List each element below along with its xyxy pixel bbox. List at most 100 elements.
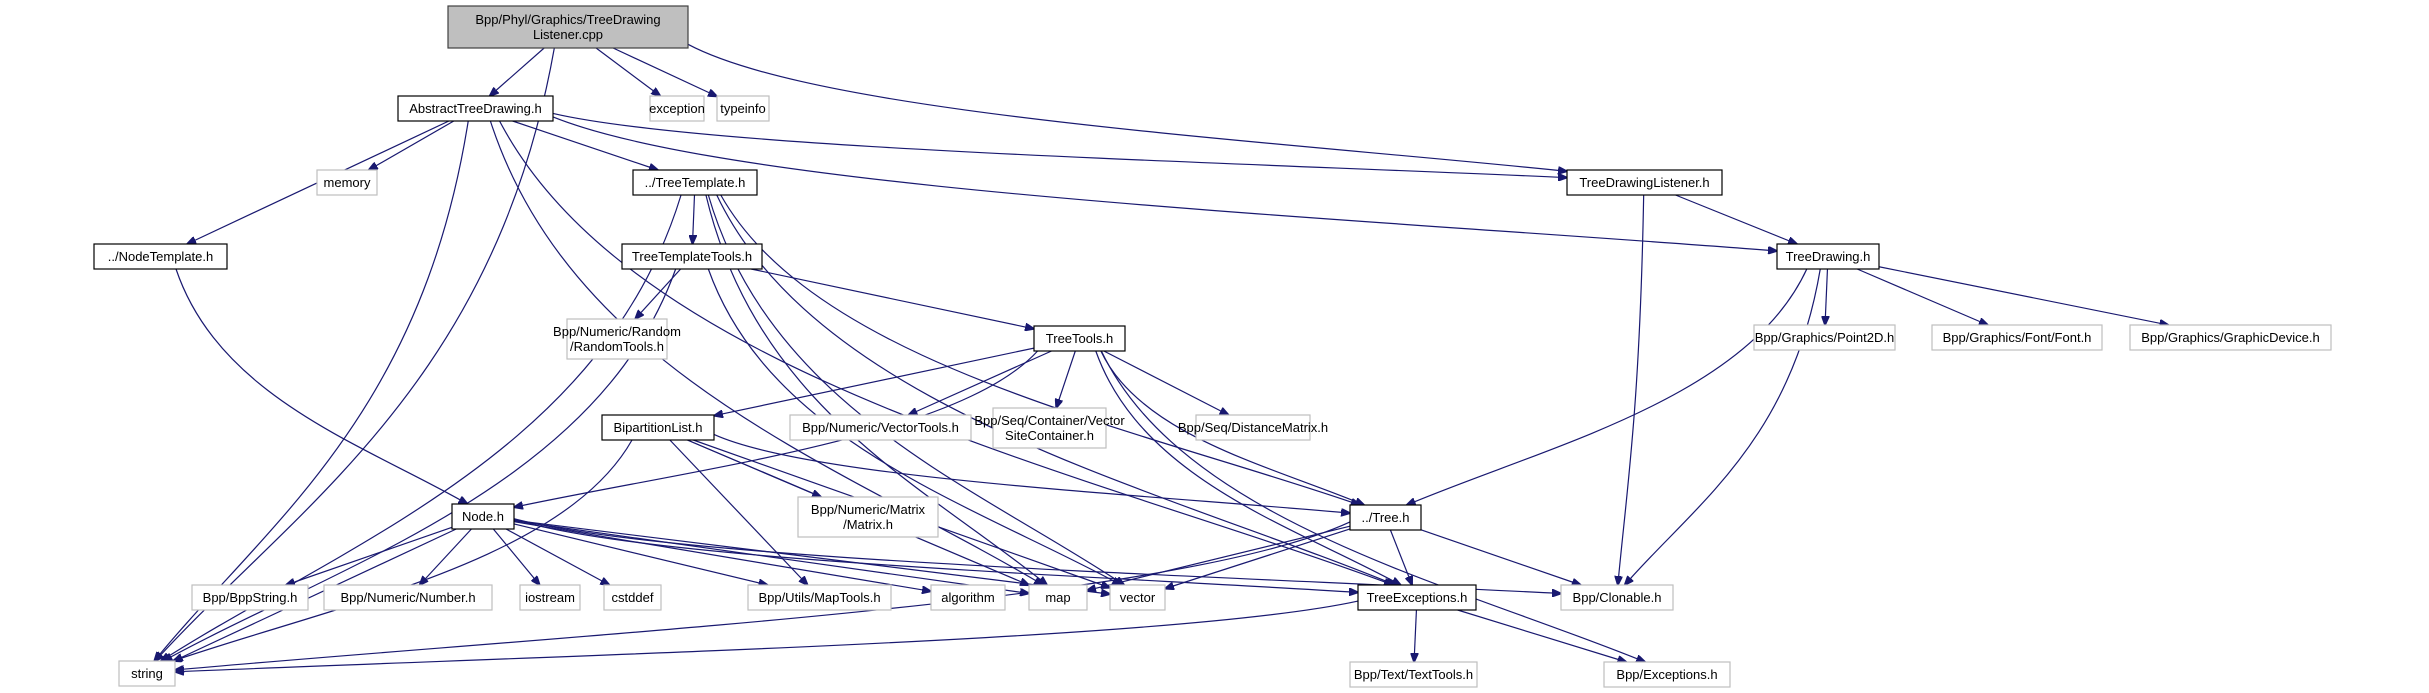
node-exceptions: Bpp/Exceptions.h xyxy=(1603,661,1731,688)
node-box xyxy=(716,95,770,122)
node-label: AbstractTreeDrawing.h xyxy=(409,101,541,116)
node-box xyxy=(632,169,758,196)
node-nodetemplate[interactable]: ../NodeTemplate.h xyxy=(93,243,228,270)
edge-treedrawing-to-clonable xyxy=(1625,268,1821,585)
node-box xyxy=(1560,584,1674,611)
edge-treedrawing-to-tree xyxy=(1407,268,1808,505)
node-root[interactable]: Bpp/Phyl/Graphics/TreeDrawingListener.cp… xyxy=(447,5,689,49)
node-label: TreeDrawingListener.h xyxy=(1579,175,1709,190)
node-texttools: Bpp/Text/TextTools.h xyxy=(1349,661,1478,688)
node-vectortools: Bpp/Numeric/VectorTools.h xyxy=(789,414,972,441)
node-label: algorithm xyxy=(941,590,994,605)
node-atd[interactable]: AbstractTreeDrawing.h xyxy=(397,95,554,122)
node-label: BipartitionList.h xyxy=(614,420,703,435)
node-box xyxy=(1357,584,1477,611)
node-label: Bpp/Graphics/Font/Font.h xyxy=(1943,330,2092,345)
edge-root-to-atd xyxy=(490,47,545,96)
node-tree[interactable]: ../Tree.h xyxy=(1349,504,1422,531)
node-box xyxy=(566,318,668,360)
node-maptools: Bpp/Utils/MapTools.h xyxy=(747,584,892,611)
edge-treetools-to-tree xyxy=(1100,350,1364,505)
edge-nodetemplate-to-node xyxy=(175,268,467,504)
node-algorithm: algorithm xyxy=(930,584,1006,611)
node-box xyxy=(1603,661,1731,688)
node-treetools[interactable]: TreeTools.h xyxy=(1033,325,1126,352)
edge-atd-to-memory xyxy=(369,120,455,170)
edge-node-to-number xyxy=(420,528,472,585)
edge-bipartition-to-string xyxy=(173,439,633,661)
node-label: iostream xyxy=(525,590,575,605)
edge-treetools-to-bipartition xyxy=(714,347,1035,416)
edge-node-to-treeexceptions xyxy=(513,518,1358,592)
edge-tree-to-treeexceptions xyxy=(1389,529,1412,585)
node-label: cstddef xyxy=(612,590,654,605)
node-iostream: iostream xyxy=(519,584,581,611)
node-label: Bpp/Graphics/GraphicDevice.h xyxy=(2141,330,2319,345)
node-label: Node.h xyxy=(462,509,504,524)
node-box xyxy=(451,503,515,530)
node-box xyxy=(1028,584,1088,611)
node-bppstring: Bpp/BppString.h xyxy=(191,584,309,611)
node-label: memory xyxy=(324,175,371,190)
node-box xyxy=(118,660,176,687)
node-label: Listener.cpp xyxy=(533,27,603,42)
edge-node-to-maptools xyxy=(513,523,768,585)
edge-bipartition-to-tree xyxy=(713,433,1350,513)
node-label: /RandomTools.h xyxy=(570,339,664,354)
node-ttt[interactable]: TreeTemplateTools.h xyxy=(621,243,763,270)
edge-tdl-to-clonable xyxy=(1618,194,1645,585)
edge-atd-to-treeexceptions xyxy=(499,120,1393,585)
node-memory: memory xyxy=(316,169,378,196)
edge-tree-to-map xyxy=(1087,525,1351,590)
node-label: typeinfo xyxy=(720,101,766,116)
node-node[interactable]: Node.h xyxy=(451,503,515,530)
edge-bipartition-to-maptools xyxy=(669,439,808,585)
edge-node-to-algorithm xyxy=(513,521,931,592)
node-label: TreeDrawing.h xyxy=(1786,249,1871,264)
node-box xyxy=(93,243,228,270)
node-box xyxy=(1195,414,1311,441)
node-label: Bpp/Numeric/Random xyxy=(553,324,681,339)
node-matrix: Bpp/Numeric/Matrix/Matrix.h xyxy=(797,496,939,538)
edge-tdl-to-treedrawing xyxy=(1675,194,1797,244)
node-box xyxy=(789,414,972,441)
node-label: TreeExceptions.h xyxy=(1367,590,1468,605)
node-map: map xyxy=(1028,584,1088,611)
node-label: /Matrix.h xyxy=(843,517,893,532)
node-randomtools: Bpp/Numeric/Random/RandomTools.h xyxy=(553,318,681,360)
node-treedrawing[interactable]: TreeDrawing.h xyxy=(1776,243,1880,270)
node-label: Bpp/Text/TextTools.h xyxy=(1354,667,1473,682)
edge-atd-to-string xyxy=(154,120,469,661)
node-box xyxy=(2129,324,2332,351)
edge-treetools-to-vectortools xyxy=(908,350,1052,415)
edge-tree-to-vector xyxy=(1165,528,1351,589)
node-point2d: Bpp/Graphics/Point2D.h xyxy=(1753,324,1896,351)
node-label: Bpp/Exceptions.h xyxy=(1616,667,1717,682)
node-label: string xyxy=(131,666,163,681)
node-box xyxy=(621,243,763,270)
edge-treeexceptions-to-string xyxy=(175,600,1359,672)
node-cstddef: cstddef xyxy=(603,584,662,611)
node-bipartition[interactable]: BipartitionList.h xyxy=(601,414,715,441)
node-box xyxy=(1776,243,1880,270)
edge-treetemplate-to-ttt xyxy=(693,194,695,244)
node-box xyxy=(1349,661,1478,688)
node-label: vector xyxy=(1120,590,1156,605)
node-box xyxy=(397,95,554,122)
node-label: Bpp/Seq/DistanceMatrix.h xyxy=(1178,420,1328,435)
node-treeexceptions[interactable]: TreeExceptions.h xyxy=(1357,584,1477,611)
node-box xyxy=(447,5,689,49)
node-label: SiteContainer.h xyxy=(1005,428,1094,443)
node-treetemplate[interactable]: ../TreeTemplate.h xyxy=(632,169,758,196)
node-box xyxy=(603,584,662,611)
node-box xyxy=(1033,325,1126,352)
edge-atd-to-treetemplate xyxy=(512,120,658,170)
node-label: TreeTools.h xyxy=(1046,331,1113,346)
node-number: Bpp/Numeric/Number.h xyxy=(323,584,493,611)
node-typeinfo: typeinfo xyxy=(716,95,770,122)
edge-node-to-cstddef xyxy=(505,528,609,585)
edge-tree-to-clonable xyxy=(1420,529,1581,585)
node-label: Bpp/Utils/MapTools.h xyxy=(758,590,880,605)
node-tdl[interactable]: TreeDrawingListener.h xyxy=(1566,169,1723,196)
